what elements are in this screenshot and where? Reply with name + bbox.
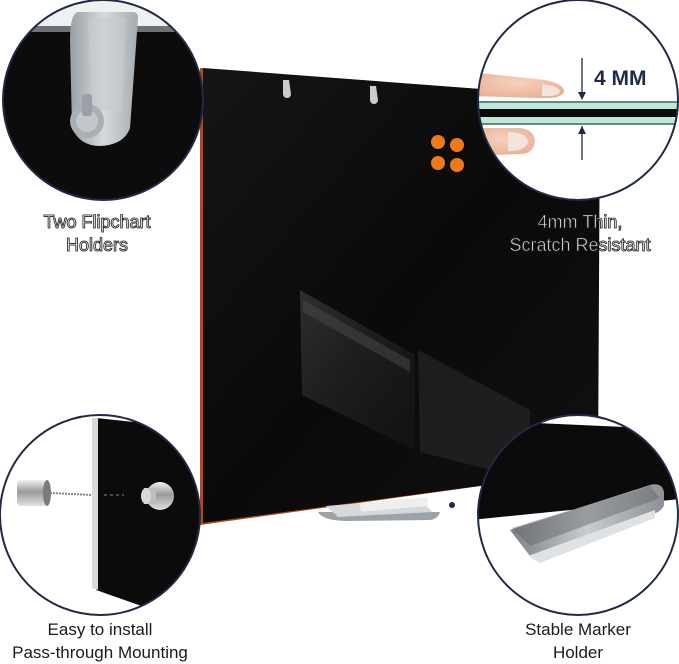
board-flipchart-clips	[283, 80, 378, 104]
board-reflection	[300, 290, 415, 450]
caption-line: 4mm Thin,	[537, 212, 623, 233]
caption-line: Holders	[65, 235, 129, 256]
caption-thin-scratch: 4mm Thin, Scratch Resistant	[490, 211, 670, 257]
caption-mounting: Easy to install Pass-through Mounting	[0, 618, 200, 664]
caption-marker-holder: Stable Marker Holder	[498, 618, 658, 664]
caption-line: Stable Marker	[525, 620, 631, 639]
caption-line: Holder	[552, 643, 604, 662]
caption-flipchart-holders: Two Flipchart Holders	[22, 211, 172, 257]
thickness-label: 4 MM	[594, 67, 647, 90]
glass-board	[200, 68, 600, 525]
detail-marker-holder	[477, 414, 679, 616]
caption-line: Easy to install	[47, 620, 153, 639]
caption-line: Scratch Resistant	[509, 235, 651, 256]
caption-line: Pass-through Mounting	[12, 643, 188, 662]
marker-tray-icon	[510, 484, 664, 563]
detail-mounting	[0, 414, 201, 616]
finger-icon	[478, 72, 565, 99]
detail-thickness: 4 MM	[477, 0, 679, 201]
magnet-icons	[431, 135, 464, 172]
standoff-screw-icon	[17, 480, 174, 510]
detail-flipchart-holder	[2, 0, 204, 201]
caption-line: Two Flipchart	[43, 212, 151, 233]
board-marker-tray	[318, 497, 455, 521]
